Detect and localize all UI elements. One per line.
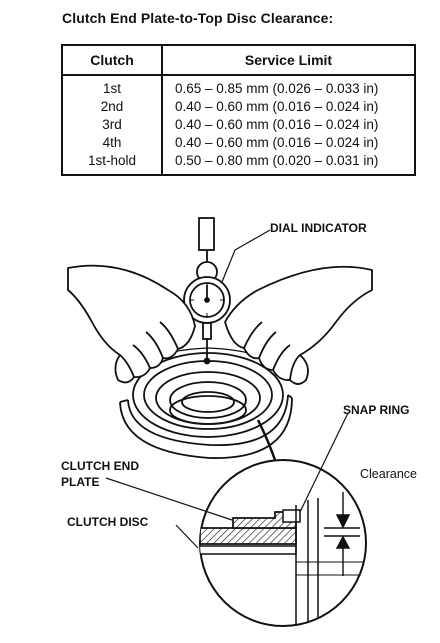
service-limit-cell: 0.50 – 0.80 mm (0.020 – 0.031 in) [175,153,379,168]
service-limit-table: Clutch Service Limit 1st 0.65 – 0.85 mm … [61,44,416,176]
detail-view [199,459,367,627]
dial-indicator [183,217,231,365]
label-clutch-end-plate-line2: PLATE [61,475,100,489]
clutch-cell: 1st [62,75,163,98]
column-header-clutch: Clutch [62,45,163,76]
hands [67,264,373,385]
service-limit-cell: 0.40 – 0.60 mm (0.016 – 0.024 in) [175,135,379,150]
leader-to-detail [256,419,277,461]
page-title: Clutch End Plate-to-Top Disc Clearance: [62,10,334,26]
clutch-cell: 4th [62,134,163,152]
label-snap-ring: SNAP RING [343,403,410,417]
column-header-service-limit: Service Limit [162,45,415,76]
table-row: 2nd 0.40 – 0.60 mm (0.016 – 0.024 in) [62,98,415,116]
clutch-drum [119,347,293,459]
table-row: 4th 0.40 – 0.60 mm (0.016 – 0.024 in) [62,134,415,152]
label-dial-indicator: DIAL INDICATOR [270,221,367,235]
label-clearance: Clearance [360,467,417,481]
label-clutch-end-plate-line1: CLUTCH END [61,459,139,473]
clutch-cell: 2nd [62,98,163,116]
service-limit-cell: 0.65 – 0.85 mm (0.026 – 0.033 in) [175,81,379,96]
table-row: 3rd 0.40 – 0.60 mm (0.016 – 0.024 in) [62,116,415,134]
clutch-cell: 3rd [62,116,163,134]
callout-leaders [105,229,349,549]
table-row: 1st 0.65 – 0.85 mm (0.026 – 0.033 in) [62,75,415,98]
clutch-cell: 1st-hold [62,152,163,175]
service-limit-cell: 0.40 – 0.60 mm (0.016 – 0.024 in) [175,117,379,132]
table-row: 1st-hold 0.50 – 0.80 mm (0.020 – 0.031 i… [62,152,415,175]
service-limit-cell: 0.40 – 0.60 mm (0.016 – 0.024 in) [175,99,379,114]
table-header-row: Clutch Service Limit [62,45,415,76]
label-clutch-disc: CLUTCH DISC [67,515,149,529]
